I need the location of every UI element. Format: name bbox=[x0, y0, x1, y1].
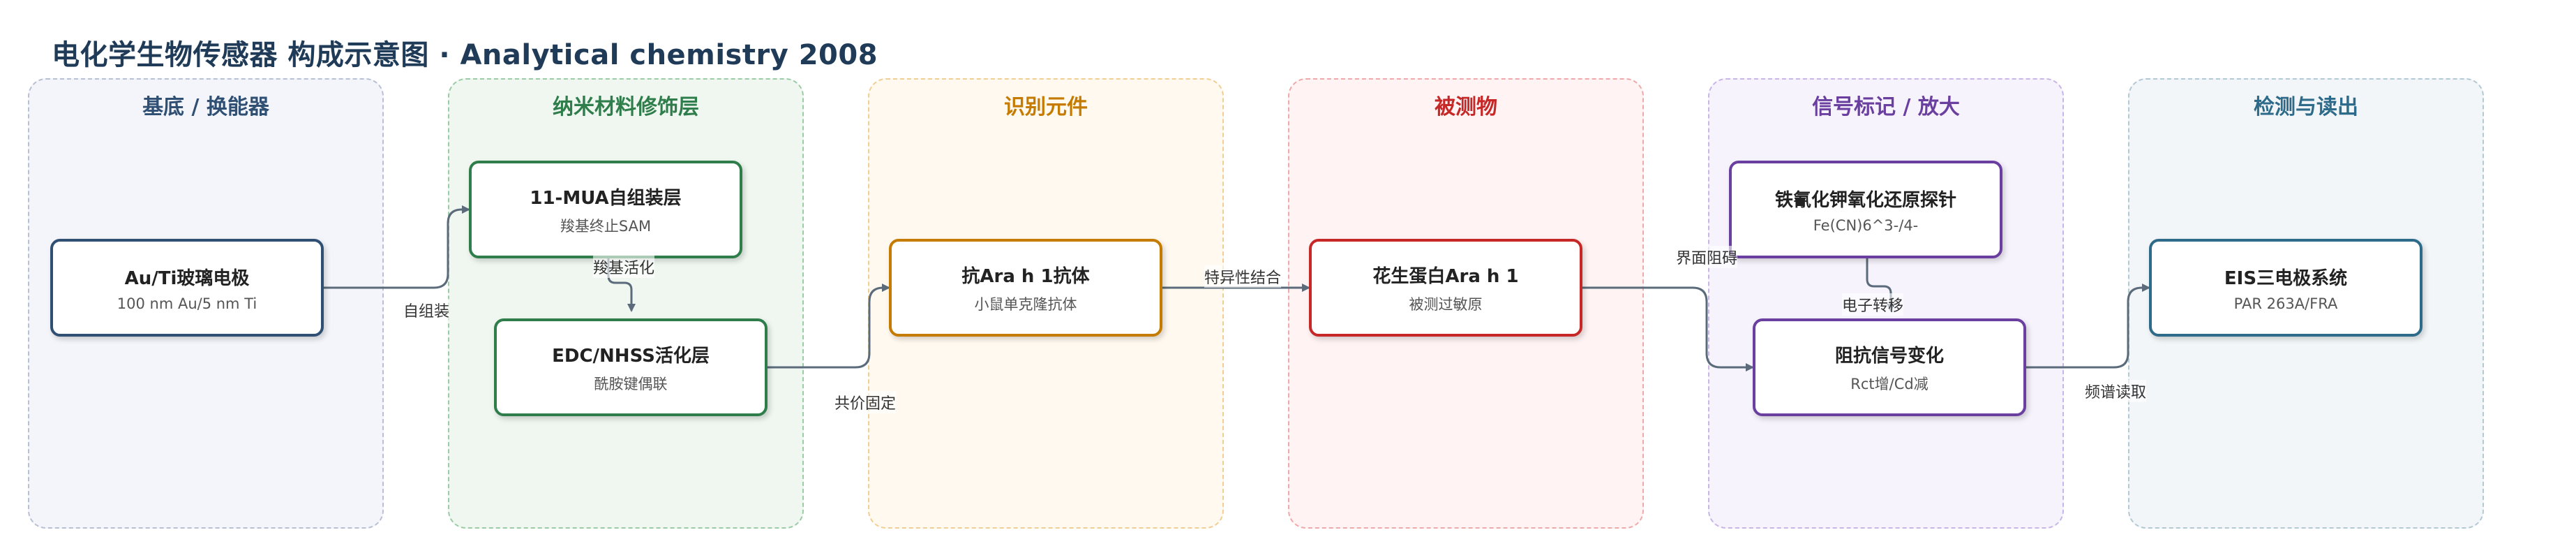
edge-label-spectrum-readout: 频谱读取 bbox=[2085, 380, 2147, 402]
node-mua: 11-MUA自组装层 羧基终止SAM bbox=[469, 161, 742, 258]
edge-allergen-to-impedance bbox=[1582, 286, 1754, 372]
column-title: 基底 / 换能器 bbox=[142, 95, 269, 119]
edge-electrode-to-mua bbox=[324, 205, 470, 289]
node-electrode: Au/Ti玻璃电极 100 nm Au/5 nm Ti bbox=[50, 239, 324, 337]
node-probe: 铁氰化钾氧化还原探针 Fe(CN)6^3-/4- bbox=[1729, 161, 2002, 258]
node-title: EIS三电极系统 bbox=[2224, 267, 2348, 289]
node-eis: EIS三电极系统 PAR 263A/FRA bbox=[2149, 239, 2423, 337]
node-subtitle: 酰胺键偶联 bbox=[594, 375, 668, 392]
edge-label-carboxyl-activation: 羧基活化 bbox=[593, 256, 655, 278]
column-title: 检测与读出 bbox=[2254, 95, 2358, 119]
edge-label-self-assembly: 自组装 bbox=[403, 299, 450, 321]
node-subtitle: 100 nm Au/5 nm Ti bbox=[117, 295, 257, 312]
node-title: 铁氰化钾氧化还原探针 bbox=[1774, 189, 1956, 211]
node-subtitle: 小鼠单克隆抗体 bbox=[974, 295, 1077, 313]
node-subtitle: 羧基终止SAM bbox=[560, 217, 652, 235]
node-title: 阻抗信号变化 bbox=[1834, 345, 1944, 367]
node-title: EDC/NHSS活化层 bbox=[552, 345, 710, 367]
column-title: 信号标记 / 放大 bbox=[1812, 95, 1960, 119]
node-subtitle: Rct增/Cd减 bbox=[1850, 375, 1929, 392]
diagram-title: 电化学生物传感器 构成示意图 · Analytical chemistry 20… bbox=[52, 39, 878, 71]
node-antibody: 抗Ara h 1抗体 小鼠单克隆抗体 bbox=[889, 239, 1162, 337]
node-title: 抗Ara h 1抗体 bbox=[961, 265, 1090, 287]
edge-label-covalent: 共价固定 bbox=[834, 391, 897, 413]
column-nano: 纳米材料修饰层 bbox=[448, 78, 804, 529]
edge-label-electron-transfer: 电子转移 bbox=[1842, 293, 1904, 316]
node-impedance: 阻抗信号变化 Rct增/Cd减 bbox=[1753, 318, 2026, 416]
edge-impedance-to-eis bbox=[2026, 284, 2150, 369]
node-title: Au/Ti玻璃电极 bbox=[124, 267, 250, 289]
edge-label-specific-binding: 特异性结合 bbox=[1204, 265, 1282, 288]
node-subtitle: Fe(CN)6^3-/4- bbox=[1813, 216, 1919, 234]
node-edc: EDC/NHSS活化层 酰胺键偶联 bbox=[494, 318, 767, 416]
column-title: 纳米材料修饰层 bbox=[553, 95, 699, 119]
node-subtitle: 被测过敏原 bbox=[1409, 295, 1483, 313]
edge-edc-to-antibody bbox=[767, 284, 890, 369]
column-title: 被测物 bbox=[1435, 95, 1497, 119]
edge-label-interface-block: 界面阻碍 bbox=[1676, 246, 1738, 268]
edge-mua-to-edc bbox=[607, 258, 636, 312]
column-title: 识别元件 bbox=[1004, 95, 1088, 119]
node-title: 花生蛋白Ara h 1 bbox=[1372, 265, 1519, 287]
node-subtitle: PAR 263A/FRA bbox=[2233, 295, 2338, 312]
edge-probe-to-impedance bbox=[1866, 258, 1895, 312]
node-allergen: 花生蛋白Ara h 1 被测过敏原 bbox=[1309, 239, 1582, 337]
node-title: 11-MUA自组装层 bbox=[530, 187, 682, 209]
